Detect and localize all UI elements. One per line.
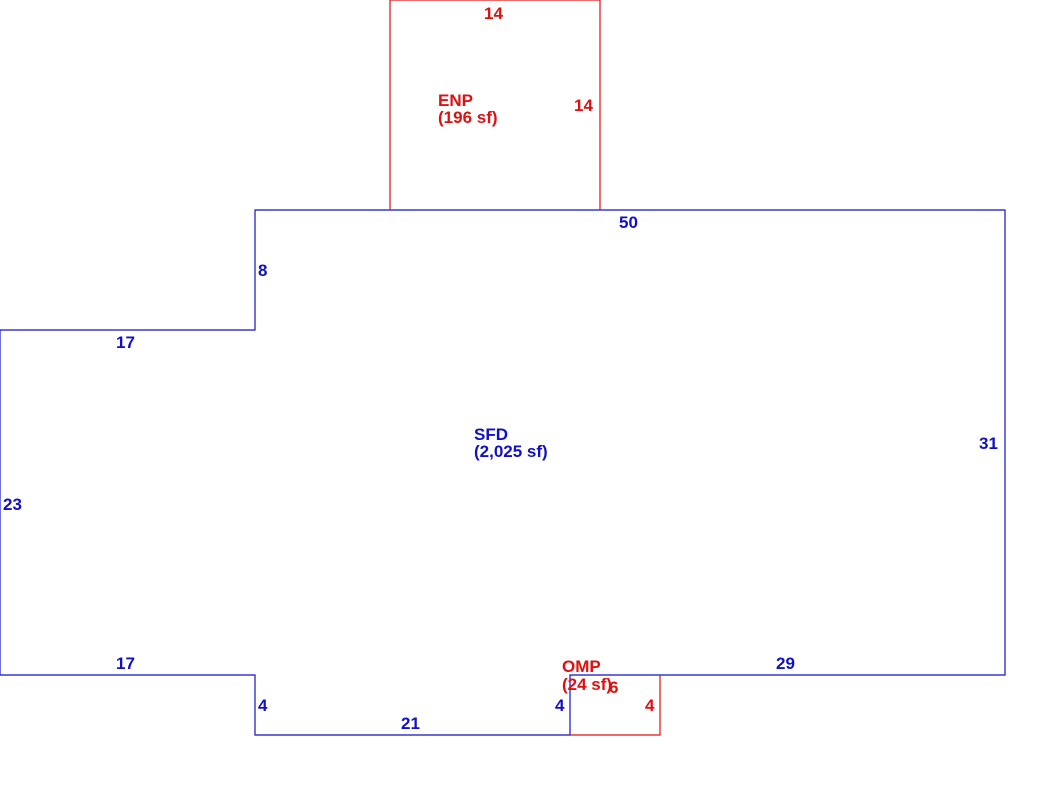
sfd-left-upper-run-dimension: 17 (116, 333, 135, 352)
omp-top-dimension: 6 (609, 678, 618, 697)
enp-area-label: (196 sf) (438, 108, 498, 127)
sfd-bottom-left-step-dimension: 4 (258, 696, 268, 715)
omp-outline (570, 675, 661, 736)
omp-area-label: (24 sf) (562, 675, 612, 694)
enp-outline (389, 0, 601, 210)
omp-right-dimension: 4 (645, 696, 655, 715)
sfd-upper-left-step-dimension: 8 (258, 261, 267, 280)
sfd-right-dimension: 31 (979, 434, 998, 453)
enp-top-dimension: 14 (484, 4, 503, 23)
sfd-lower-right-run-dimension: 29 (776, 654, 795, 673)
enp-code-label: ENP (438, 91, 473, 110)
sfd-bottom-dimension: 21 (401, 714, 420, 733)
omp-code-label: OMP (562, 657, 601, 676)
sfd-bottom-right-step-dimension: 4 (555, 696, 565, 715)
sfd-left-lower-run-dimension: 17 (116, 654, 135, 673)
sfd-area-label: (2,025 sf) (474, 442, 548, 461)
sfd-outline (0, 209, 1006, 736)
sfd-code-label: SFD (474, 425, 508, 444)
enp-right-dimension: 14 (574, 96, 593, 115)
sfd-top-dimension: 50 (619, 213, 638, 232)
sfd-left-dimension: 23 (3, 495, 22, 514)
